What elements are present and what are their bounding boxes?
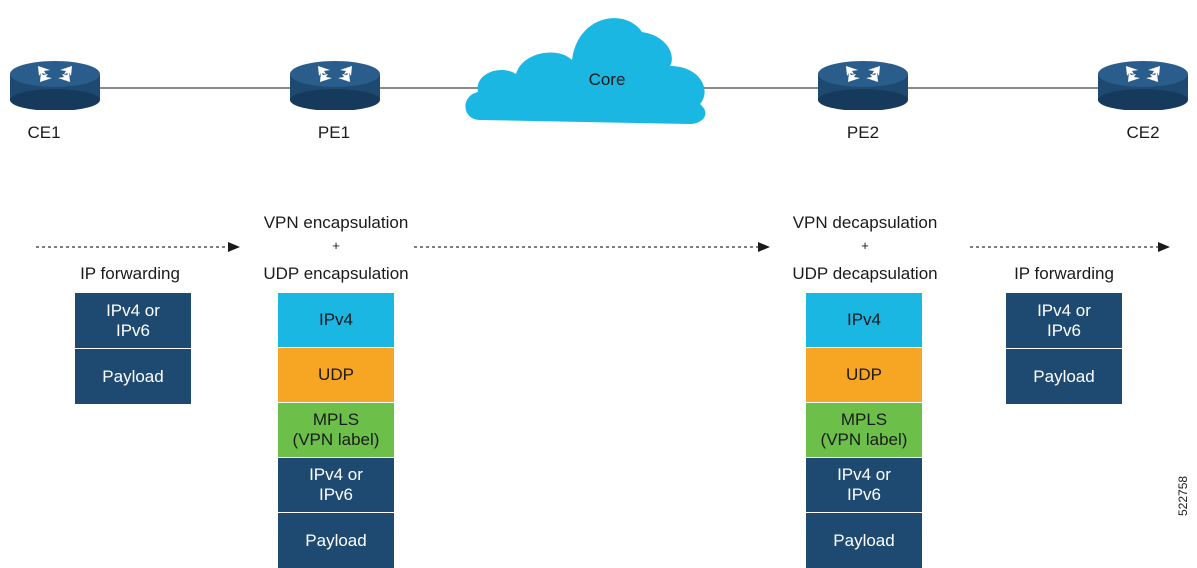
header-mpls: MPLS(VPN label) <box>278 403 394 458</box>
router-icon <box>1098 61 1188 110</box>
node-label-ce2: CE2 <box>1126 123 1160 142</box>
header-udp: UDP <box>806 348 922 403</box>
step-decap-line2: UDP decapsulation <box>792 264 938 283</box>
step-ip-forwarding-right: IP forwarding <box>1014 264 1114 283</box>
arrow-head <box>228 242 240 252</box>
header-udp: UDP <box>278 348 394 403</box>
arrow-head <box>1158 242 1170 252</box>
header-mpls: MPLS(VPN label) <box>806 403 922 458</box>
header-payload: Payload <box>806 513 922 568</box>
core-label: Core <box>588 70 626 89</box>
router-icon <box>10 61 100 110</box>
step-decap-plus: + <box>861 238 869 253</box>
arrow-head <box>758 242 770 252</box>
router-icon <box>818 61 908 110</box>
header-ipv4: IPv4 <box>278 293 394 348</box>
header-payload: Payload <box>75 349 191 404</box>
step-encap-plus: + <box>332 238 340 253</box>
node-label-pe2: PE2 <box>846 123 880 142</box>
node-label-ce1: CE1 <box>27 123 61 142</box>
header-payload: Payload <box>278 513 394 568</box>
step-encap-line1: VPN encapsulation <box>263 213 409 232</box>
core-cloud-icon <box>465 18 706 125</box>
router-icon <box>290 61 380 110</box>
step-decap-line1: VPN decapsulation <box>792 213 938 232</box>
step-ip-forwarding-left: IP forwarding <box>80 264 180 283</box>
header-payload: Payload <box>1006 349 1122 404</box>
node-label-pe1: PE1 <box>317 123 351 142</box>
step-encap-line2: UDP encapsulation <box>263 264 409 283</box>
figure-id: 522758 <box>1176 475 1190 516</box>
header-ipv4: IPv4 <box>806 293 922 348</box>
